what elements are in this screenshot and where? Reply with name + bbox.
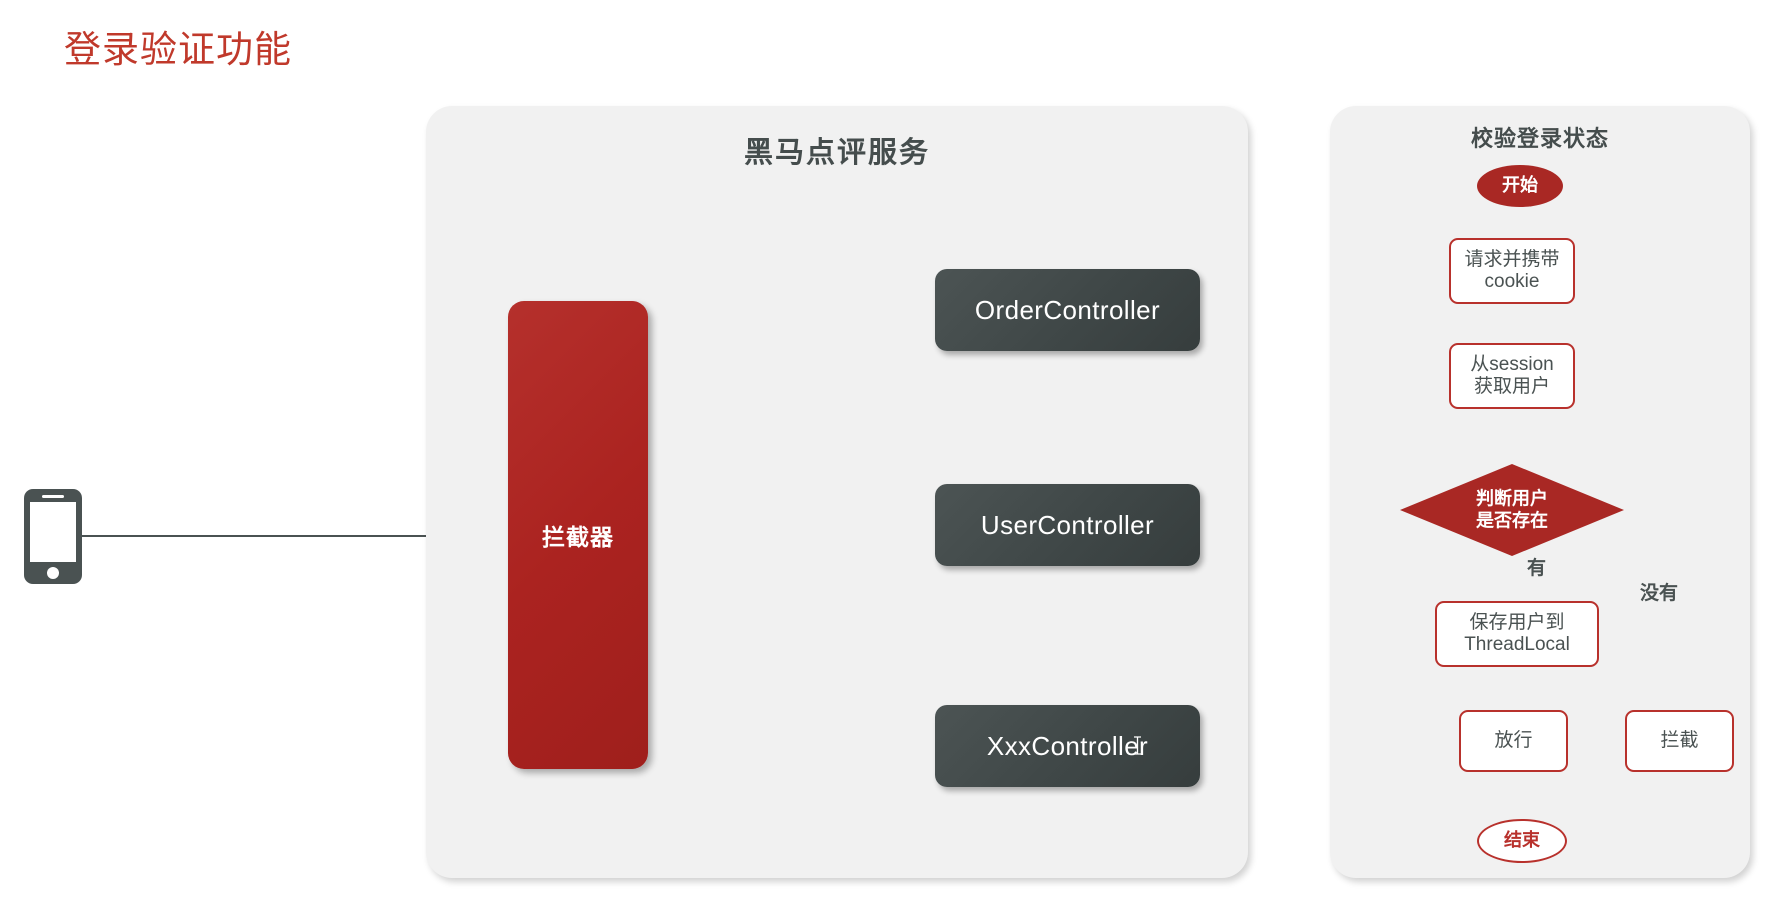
smartphone-icon <box>24 489 82 584</box>
xxx-controller-label: XxxController <box>986 730 1149 761</box>
order-controller-box[interactable]: OrderController <box>935 269 1200 351</box>
flow-node-block-label: 拦截 <box>1660 729 1699 751</box>
phone-screen <box>30 502 76 562</box>
flow-node-pass[interactable]: 放行 <box>1459 710 1568 772</box>
flow-node-get-user-from-session[interactable]: 从session 获取用户 <box>1449 343 1575 409</box>
diamond-shape <box>1400 464 1624 556</box>
user-controller-label: UserController <box>980 509 1155 540</box>
flow-node-request-cookie[interactable]: 请求并携带 cookie <box>1449 238 1575 304</box>
flow-node-save-user-threadlocal[interactable]: 保存用户到 ThreadLocal <box>1435 601 1599 667</box>
edge-label-yes: 有 <box>1527 558 1547 579</box>
page-title: 登录验证功能 <box>64 30 292 71</box>
interceptor-label: 拦截器 <box>542 524 614 550</box>
flow-node-request-cookie-label: 请求并携带 cookie <box>1464 248 1560 292</box>
flow-node-end[interactable]: 结束 <box>1477 819 1567 863</box>
flow-node-pass-label: 放行 <box>1494 729 1533 751</box>
phone-home-button <box>47 567 59 579</box>
flow-node-end-label: 结束 <box>1504 830 1540 851</box>
xxx-controller-box[interactable]: XxxController <box>935 705 1200 787</box>
user-controller-box[interactable]: UserController <box>935 484 1200 566</box>
service-panel-title: 黑马点评服务 <box>743 137 930 169</box>
flow-node-start[interactable]: 开始 <box>1477 165 1563 207</box>
flow-node-user-exists-decision[interactable]: 判断用户 是否存在 <box>1400 464 1624 556</box>
flow-node-save-user-threadlocal-label: 保存用户到 ThreadLocal <box>1464 611 1570 655</box>
interceptor-block[interactable]: 拦截器 <box>508 301 648 769</box>
flow-node-get-user-from-session-label: 从session 获取用户 <box>1470 353 1554 397</box>
order-controller-label: OrderController <box>974 294 1161 325</box>
edge-label-no: 没有 <box>1640 583 1679 604</box>
flow-node-start-label: 开始 <box>1502 175 1538 196</box>
flow-panel-title: 校验登录状态 <box>1470 126 1609 151</box>
flow-node-block[interactable]: 拦截 <box>1625 710 1734 772</box>
phone-speaker <box>42 495 64 498</box>
flow-node-user-exists-decision-label: 判断用户 是否存在 <box>1476 488 1548 530</box>
